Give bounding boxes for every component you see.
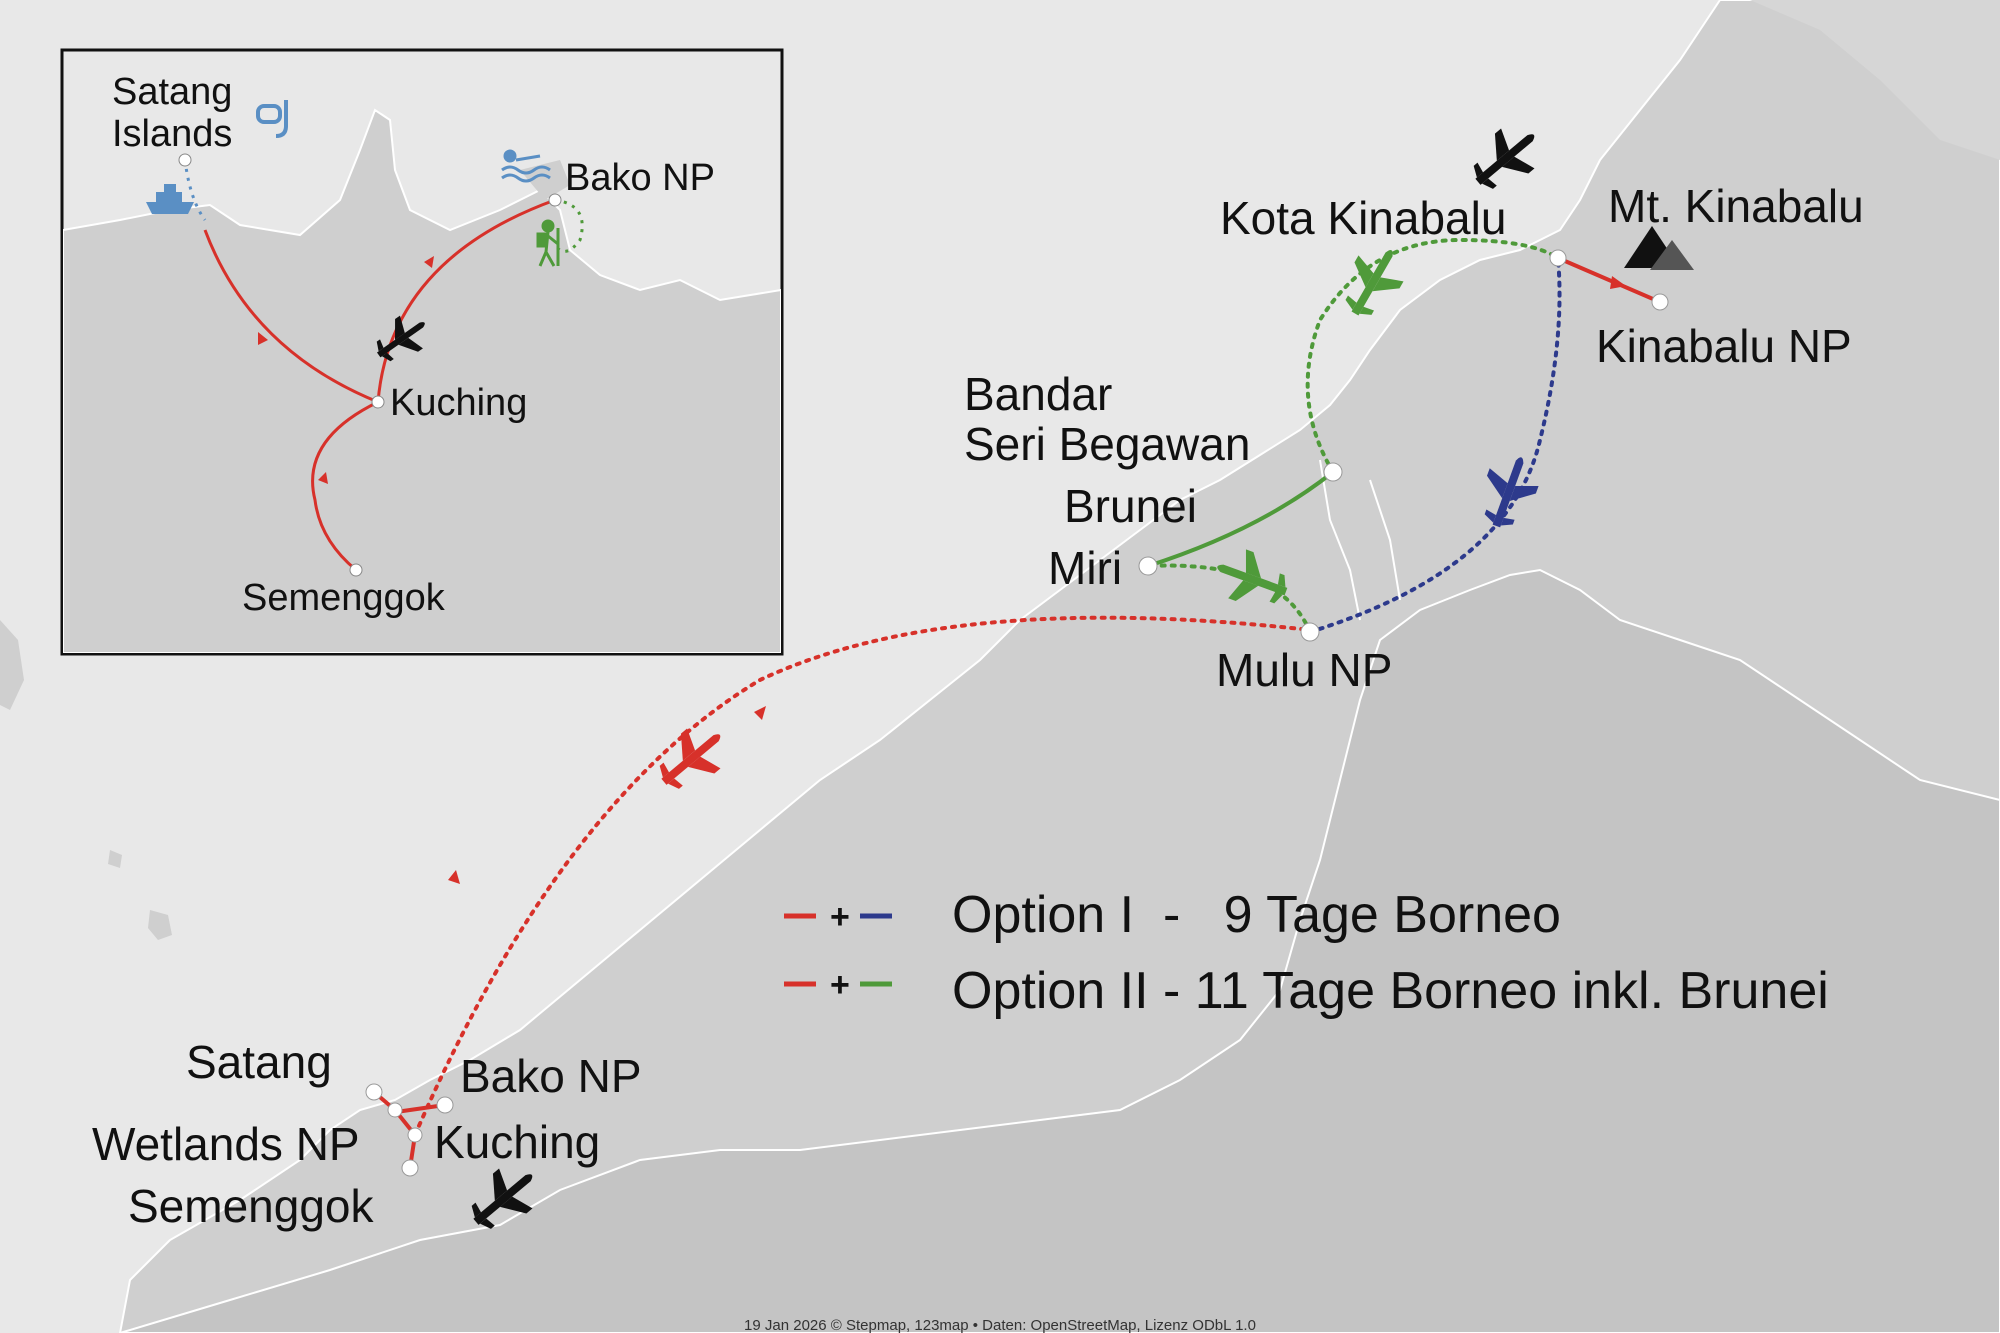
- inset-label-kuching: Kuching: [390, 382, 527, 424]
- inset-arrows: [258, 256, 434, 484]
- mountain-icon: [1624, 226, 1694, 270]
- label-brunei: Brunei: [1064, 480, 1197, 532]
- route-green-miri-bandar: [1147, 470, 1335, 568]
- inset-points: [178, 153, 562, 577]
- arrow-red-flight-2: [448, 870, 460, 884]
- point-satang: [365, 1083, 383, 1101]
- land-sabah-north: [1750, 0, 2000, 160]
- swimmer-icon: [501, 149, 551, 183]
- point-miri: [1138, 556, 1158, 576]
- point-kota-kinabalu: [1549, 249, 1567, 267]
- label-kota-kinabalu: Kota Kinabalu: [1220, 192, 1506, 244]
- label-miri: Miri: [1048, 542, 1122, 594]
- legend-row-option-2: + Option II - 11 Tage Borneo inkl. Brune…: [784, 962, 1829, 1020]
- brunei-border: [1319, 459, 1401, 621]
- label-wetlands: Wetlands NP: [92, 1118, 360, 1170]
- inset-label-semenggok: Semenggok: [242, 577, 446, 619]
- label-bandar-2: Seri Begawan: [964, 418, 1250, 470]
- route-green-bandar-kk: [1305, 237, 1560, 474]
- land-kalimantan: [119, 568, 2000, 1333]
- point-kinabalu-np: [1651, 293, 1669, 311]
- route-red-flight-kuching-mulu: [413, 615, 1312, 1137]
- inset-route-semenggok: [311, 400, 379, 572]
- inset-label-bako: Bako NP: [565, 157, 715, 199]
- point-kuching: [407, 1127, 423, 1143]
- inset-route-bako: [376, 198, 556, 403]
- point-mulu: [1300, 622, 1320, 642]
- ship-icon: [146, 184, 194, 214]
- label-semenggok: Semenggok: [128, 1180, 374, 1232]
- legend: + Option I - 9 Tage Borneo + Option II -…: [784, 886, 1829, 1020]
- route-red-kk-kinabalu: [1557, 256, 1661, 304]
- snorkel-icon: [256, 100, 288, 138]
- route-blue-mulu-kk: [1308, 256, 1562, 634]
- place-labels: Satang Wetlands NP Semenggok Bako NP Kuc…: [92, 180, 1864, 1232]
- legend-option-2: Option II - 11 Tage Borneo inkl. Brunei: [952, 962, 1829, 1020]
- legend-row-option-1: + Option I - 9 Tage Borneo: [784, 886, 1561, 944]
- inset-land: [63, 108, 781, 653]
- point-wetlands: [387, 1102, 403, 1118]
- airplane-icon: [1217, 549, 1288, 604]
- island-small-2: [108, 850, 122, 868]
- inset-label-satang-2: Islands: [112, 113, 232, 155]
- label-bandar-1: Bandar: [964, 368, 1112, 420]
- label-kinabalu-np: Kinabalu NP: [1596, 320, 1852, 372]
- airplane-icon: [471, 1168, 533, 1229]
- label-mt-kinabalu: Mt. Kinabalu: [1608, 180, 1864, 232]
- inset-label-satang-1: Satang: [112, 71, 232, 113]
- label-mulu: Mulu NP: [1216, 644, 1392, 696]
- legend-plus-1: +: [830, 898, 850, 936]
- airplane-icon: [659, 728, 721, 789]
- airplane-icon: [376, 315, 425, 362]
- point-semenggok: [401, 1159, 419, 1177]
- island-small-1: [148, 910, 172, 940]
- arrow-kk-kinabalu: [1610, 276, 1626, 289]
- airplane-icon: [1345, 249, 1404, 316]
- label-bako: Bako NP: [460, 1050, 642, 1102]
- label-satang: Satang: [186, 1036, 332, 1088]
- location-points: [365, 249, 1669, 1177]
- inset-hike-loop: [553, 198, 584, 253]
- map-credit: 19 Jan 2026 © Stepmap, 123map • Daten: O…: [744, 1317, 1256, 1333]
- inset-map: Satang Islands Bako NP Kuching Semenggok: [60, 48, 784, 656]
- airplane-icon: [1484, 457, 1539, 528]
- legend-plus-2: +: [830, 966, 850, 1004]
- airplane-icon: [1473, 128, 1535, 189]
- label-kuching: Kuching: [434, 1116, 600, 1168]
- inset-route-satang: [203, 229, 379, 404]
- point-bako: [436, 1096, 454, 1114]
- legend-option-1: Option I - 9 Tage Borneo: [952, 886, 1561, 944]
- arrow-red-flight: [754, 706, 766, 720]
- point-bandar: [1323, 462, 1343, 482]
- hiker-icon: [536, 219, 560, 267]
- island-left: [0, 620, 24, 710]
